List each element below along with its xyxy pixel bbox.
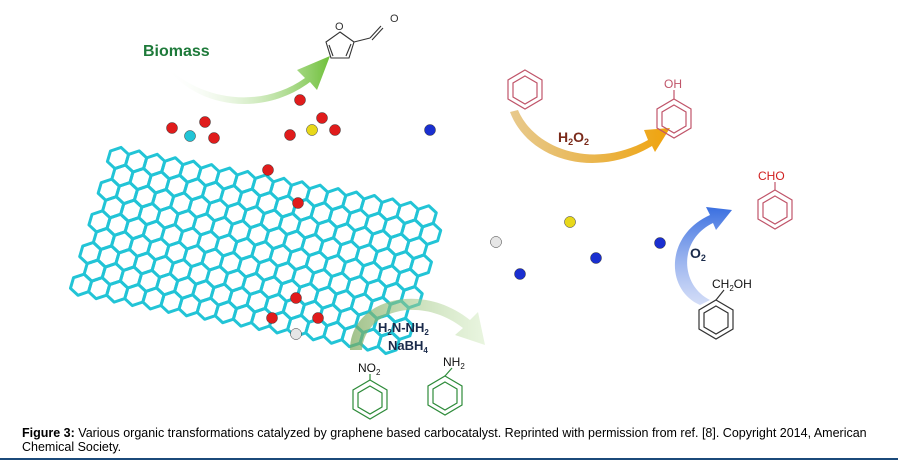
o2-label: O2 [690,245,706,263]
reduction-arrow [350,298,485,350]
graphene-ring [376,330,401,356]
h2o2-label: H2O2 [558,129,589,147]
phenol-oh-label: OH [664,77,682,91]
atom-sphere [306,124,318,136]
atom-sphere [184,130,196,142]
furfural-icon [325,25,384,59]
benzyl-alcohol-ch2oh-label: CH2OH [712,277,752,293]
nitrobenzene-icon [352,374,388,420]
atom-sphere [424,124,436,136]
atom-sphere [208,132,220,144]
atom-sphere [514,268,526,280]
atom-sphere [312,312,324,324]
benzene-icon [507,69,543,110]
aniline-nh2-label: NH2 [443,355,465,371]
h2o2-arrow [510,110,670,163]
atom-sphere [284,129,296,141]
caption-text: Various organic transformations catalyze… [22,426,867,454]
benzaldehyde-cho-label: CHO [758,169,785,183]
atom-sphere [262,164,274,176]
atom-sphere [292,197,304,209]
atom-sphere [266,312,278,324]
atom-sphere [199,116,211,128]
atom-sphere [654,237,666,249]
furfural-ring-oxygen: O [335,21,344,33]
atom-sphere [490,236,502,248]
atom-sphere [590,252,602,264]
phenol-icon [656,90,692,139]
o2-arrow [674,207,732,305]
atom-sphere [564,216,576,228]
atom-sphere [316,112,328,124]
biomass-label: Biomass [143,43,210,60]
aniline-icon [427,367,463,416]
benzyl-alcohol-icon [698,289,734,340]
figure-caption: Figure 3: Various organic transformation… [22,426,882,454]
atom-sphere [166,122,178,134]
biomass-arrow [165,56,330,104]
graphene-sheet [68,94,666,356]
nabh4-label: NaBH4 [388,338,428,355]
atom-sphere [290,328,302,340]
nitrobenzene-no2-label: NO2 [358,361,381,377]
atom-sphere [294,94,306,106]
atom-sphere [329,124,341,136]
benzaldehyde-icon [757,182,793,230]
bottom-rule [0,458,898,460]
atom-sphere [290,292,302,304]
hydrazine-label: H2N-NH2 [378,320,429,337]
figure-label: Figure 3: [22,426,75,440]
furfural-aldehyde-oxygen: O [390,13,399,25]
